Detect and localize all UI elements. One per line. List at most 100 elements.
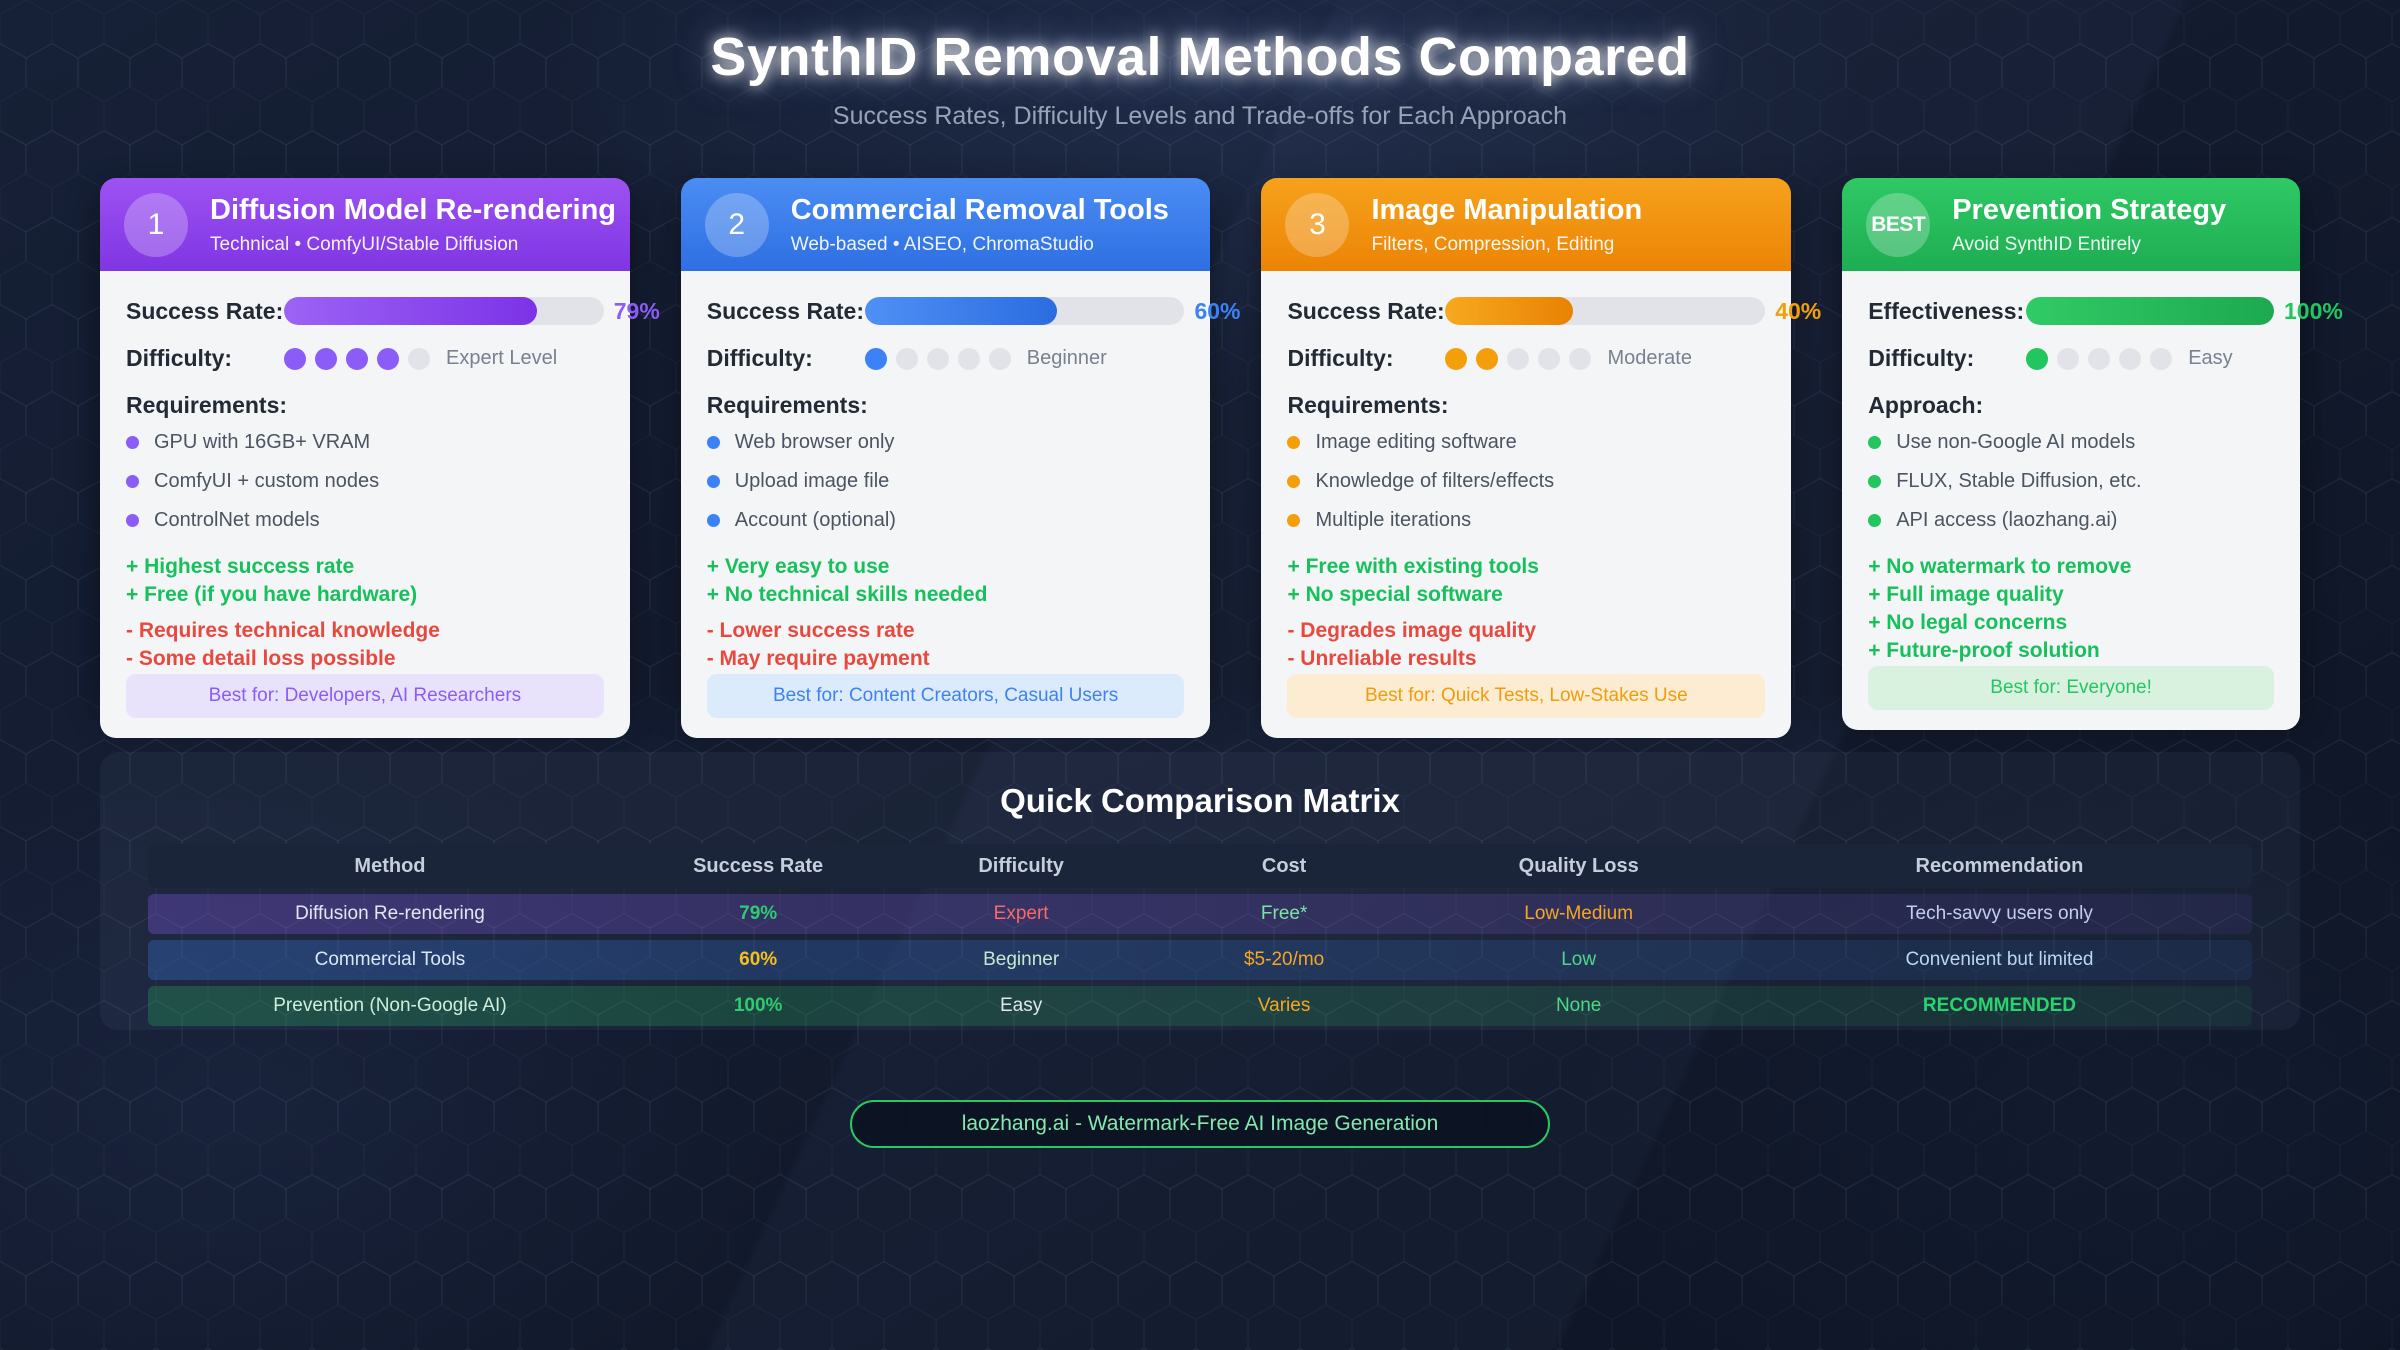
difficulty-dot	[408, 347, 430, 370]
difficulty-dot	[2057, 347, 2080, 370]
card-title: Image Manipulation	[1371, 193, 1643, 226]
cell-cost: Free*	[1260, 903, 1308, 924]
cell-method: Prevention (Non-Google AI)	[273, 995, 507, 1016]
cell-method: Diffusion Re-rendering	[295, 903, 485, 924]
card-header: 1 Diffusion Model Re-rendering Technical…	[100, 178, 630, 271]
cell-success-rate: 79%	[739, 903, 778, 924]
table-row: Commercial Tools 60% Beginner $5-20/mo L…	[148, 940, 2252, 980]
pro-item: + No legal concerns	[1868, 611, 2068, 634]
success-rate-fill	[284, 297, 537, 325]
difficulty-level-text: Expert Level	[446, 347, 558, 369]
best-for-banner: Best for: Developers, AI Researchers	[126, 674, 604, 718]
page-title: SynthID Removal Methods Compared	[710, 27, 1690, 87]
rank-badge: BEST	[1866, 192, 1931, 257]
list-item: ControlNet models	[126, 501, 604, 540]
success-rate-label: Success Rate:	[126, 297, 284, 324]
difficulty-dot	[1445, 347, 1468, 370]
difficulty-dots	[1445, 347, 1592, 370]
pro-item: + Highest success rate	[126, 555, 355, 578]
rank-badge: 2	[704, 192, 769, 257]
con-item: - Degrades image quality	[1287, 619, 1537, 642]
cell-difficulty: Expert	[993, 903, 1049, 924]
success-rate-row: Success Rate: 60%	[706, 297, 1241, 325]
success-rate-track	[1445, 297, 1766, 325]
list-item: Multiple iterations	[1287, 501, 1765, 540]
cons-list: - Lower success rate - May require payme…	[707, 616, 1185, 674]
page-header: SynthID Removal Methods Compared Success…	[0, 26, 2400, 131]
card-image-manipulation: 3 Image Manipulation Filters, Compressio…	[1261, 178, 1821, 738]
cell-success-rate: 60%	[739, 949, 778, 970]
list-item: Knowledge of filters/effects	[1287, 462, 1765, 501]
difficulty-dot	[864, 347, 887, 370]
effectiveness-value: 100%	[2283, 297, 2343, 324]
requirements-list: GPU with 16GB+ VRAM ComfyUI + custom nod…	[126, 423, 604, 540]
approach-list: Use non-Google AI models FLUX, Stable Di…	[1868, 423, 2274, 540]
cell-cost: $5-20/mo	[1243, 949, 1325, 970]
pro-item: + Free (if you have hardware)	[126, 583, 418, 606]
card-header: 3 Image Manipulation Filters, Compressio…	[1261, 178, 1792, 271]
success-rate-track	[864, 297, 1185, 325]
cons-list: - Degrades image quality - Unreliable re…	[1287, 616, 1765, 674]
difficulty-dots	[2026, 347, 2173, 370]
bullet-icon	[1868, 514, 1882, 527]
difficulty-dot	[377, 347, 399, 370]
con-item: - Requires technical knowledge	[126, 619, 440, 642]
difficulty-dot	[957, 347, 980, 370]
difficulty-row: Difficulty: Expert Level	[126, 345, 604, 372]
list-item: ComfyUI + custom nodes	[126, 462, 604, 501]
cell-difficulty: Easy	[1000, 995, 1043, 1016]
bullet-icon	[126, 436, 139, 449]
requirements-list: Web browser only Upload image file Accou…	[706, 423, 1185, 540]
success-rate-label: Success Rate:	[706, 297, 864, 324]
pros-list: + No watermark to remove + Full image qu…	[1868, 552, 2274, 666]
card-heading-text: Image Manipulation Filters, Compression,…	[1371, 194, 1642, 256]
difficulty-dot	[1569, 347, 1592, 370]
bullet-icon	[706, 436, 720, 449]
con-item: - May require payment	[706, 647, 930, 670]
cell-method: Commercial Tools	[314, 949, 466, 970]
column-header: Method	[354, 854, 426, 877]
difficulty-dot	[284, 347, 306, 370]
success-rate-value: 40%	[1775, 297, 1822, 324]
card-commercial-tools: 2 Commercial Removal Tools Web-based • A…	[680, 178, 1241, 738]
column-header: Quality Loss	[1518, 854, 1639, 877]
page-subtitle: Success Rates, Difficulty Levels and Tra…	[832, 102, 1568, 130]
card-title: Diffusion Model Re-rendering	[210, 193, 616, 226]
cell-recommendation: RECOMMENDED	[1922, 995, 2076, 1016]
list-item: Web browser only	[706, 423, 1185, 462]
success-rate-label: Success Rate:	[1287, 297, 1445, 324]
difficulty-label: Difficulty:	[126, 345, 233, 371]
bullet-icon	[1287, 475, 1301, 488]
card-header: 2 Commercial Removal Tools Web-based • A…	[680, 178, 1211, 271]
card-title: Commercial Removal Tools	[790, 193, 1169, 226]
table-row: Prevention (Non-Google AI) 100% Easy Var…	[148, 986, 2252, 1026]
table-row: Diffusion Re-rendering 79% Expert Free* …	[148, 894, 2252, 934]
card-prevention-strategy: BEST Prevention Strategy Avoid SynthID E…	[1842, 178, 2343, 730]
bullet-icon	[1868, 436, 1882, 449]
rank-badge: 1	[124, 192, 188, 257]
cell-cost: Varies	[1257, 995, 1311, 1016]
con-item: - Unreliable results	[1287, 647, 1477, 670]
pro-item: + Free with existing tools	[1287, 555, 1539, 578]
requirements-list: Image editing software Knowledge of filt…	[1287, 423, 1765, 540]
pro-item: + No special software	[1287, 583, 1503, 606]
column-header: Recommendation	[1915, 854, 2084, 877]
pros-list: + Very easy to use + No technical skills…	[707, 552, 1185, 610]
list-item: Account (optional)	[706, 501, 1185, 540]
laozhang-link-pill[interactable]: laozhang.ai - Watermark-Free AI Image Ge…	[850, 1100, 1550, 1148]
bullet-icon	[1287, 436, 1301, 449]
con-item: - Lower success rate	[706, 619, 915, 642]
cell-quality-loss: Low	[1561, 949, 1597, 970]
pro-item: + Full image quality	[1868, 583, 2064, 606]
success-rate-value: 60%	[1194, 297, 1241, 324]
effectiveness-track	[2026, 297, 2274, 325]
card-subtitle: Filters, Compression, Editing	[1371, 233, 1615, 255]
success-rate-row: Success Rate: 79%	[126, 297, 660, 325]
difficulty-label: Difficulty:	[706, 345, 813, 371]
best-for-banner: Best for: Content Creators, Casual Users	[706, 674, 1185, 718]
effectiveness-row: Effectiveness: 100%	[1868, 297, 2343, 325]
cell-quality-loss: None	[1555, 995, 1602, 1016]
success-rate-fill	[864, 297, 1057, 325]
best-for-banner: Best for: Quick Tests, Low-Stakes Use	[1287, 674, 1766, 718]
bullet-icon	[706, 514, 720, 527]
